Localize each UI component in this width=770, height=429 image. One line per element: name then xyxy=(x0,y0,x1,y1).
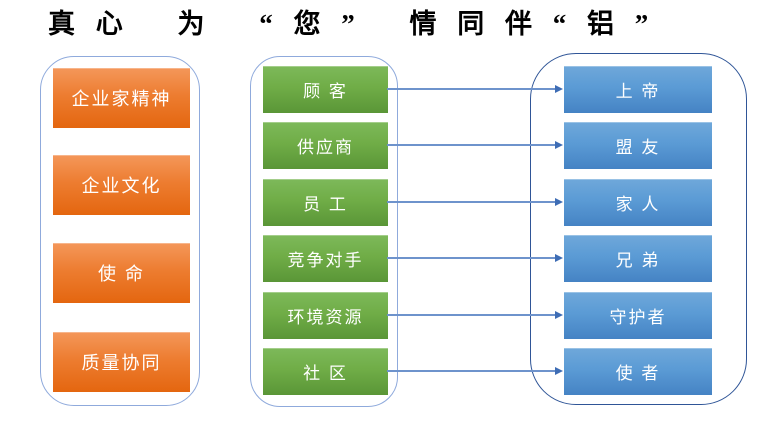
connector-arrow xyxy=(387,197,563,206)
connector-arrow xyxy=(387,253,563,262)
arrowhead-icon xyxy=(555,253,563,262)
role-box: 使 者 xyxy=(564,348,712,395)
role-box: 兄 弟 xyxy=(564,235,712,282)
arrowhead-icon xyxy=(555,84,563,93)
arrowhead-icon xyxy=(555,197,563,206)
value-box: 企业家精神 xyxy=(53,68,190,128)
arrow-line xyxy=(387,314,556,316)
value-box: 企业文化 xyxy=(53,155,190,215)
connector-arrow xyxy=(387,140,563,149)
stakeholder-box: 社 区 xyxy=(263,348,388,395)
arrow-line xyxy=(387,201,556,203)
stakeholder-box: 员 工 xyxy=(263,179,388,226)
connector-arrow xyxy=(387,84,563,93)
stakeholder-box: 供应商 xyxy=(263,122,388,169)
stakeholder-box: 环境资源 xyxy=(263,292,388,339)
connector-arrow xyxy=(387,310,563,319)
slide-title: 真 心 为 “ 您 ” 情 同 伴 “ 铝 ” xyxy=(48,9,656,39)
stakeholder-box: 顾 客 xyxy=(263,66,388,113)
role-box: 上 帝 xyxy=(564,66,712,113)
stakeholder-box: 竞争对手 xyxy=(263,235,388,282)
arrow-line xyxy=(387,257,556,259)
arrow-line xyxy=(387,88,556,90)
stakeholders-panel: 顾 客 供应商 员 工 竞争对手 环境资源 社 区 xyxy=(250,56,398,407)
connector-arrow xyxy=(387,366,563,375)
values-panel: 企业家精神 企业文化 使 命 质量协同 xyxy=(40,56,200,406)
arrowhead-icon xyxy=(555,140,563,149)
arrowhead-icon xyxy=(555,366,563,375)
arrow-line xyxy=(387,144,556,146)
role-box: 盟 友 xyxy=(564,122,712,169)
value-box: 质量协同 xyxy=(53,332,190,392)
arrowhead-icon xyxy=(555,310,563,319)
arrow-line xyxy=(387,370,556,372)
value-box: 使 命 xyxy=(53,243,190,303)
role-box: 守护者 xyxy=(564,292,712,339)
role-box: 家 人 xyxy=(564,179,712,226)
roles-panel: 上 帝 盟 友 家 人 兄 弟 守护者 使 者 xyxy=(530,53,747,405)
